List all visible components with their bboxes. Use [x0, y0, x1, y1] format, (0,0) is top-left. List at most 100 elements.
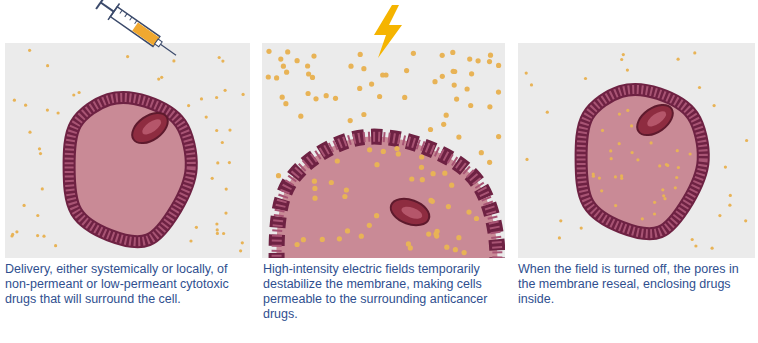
drug-molecule	[626, 109, 629, 112]
drug-molecule	[295, 58, 300, 63]
drug-molecule	[432, 79, 437, 84]
cytoplasm	[69, 97, 191, 241]
drug-molecule	[228, 129, 231, 132]
drug-molecule	[614, 175, 617, 178]
drug-molecule	[39, 152, 42, 155]
drug-molecule	[284, 70, 289, 75]
drug-molecule	[345, 228, 350, 233]
drug-molecule	[729, 194, 732, 197]
drug-molecule	[24, 104, 27, 107]
drug-molecule	[187, 104, 190, 107]
drug-molecule	[479, 150, 484, 155]
drug-molecule	[358, 52, 363, 57]
drug-molecule	[711, 247, 714, 250]
drug-molecule	[559, 219, 562, 222]
drug-molecule	[674, 186, 677, 189]
drug-molecule	[172, 59, 175, 62]
drug-molecule	[225, 188, 228, 191]
drug-molecule	[476, 58, 481, 63]
drug-molecule	[658, 164, 661, 167]
drug-molecule	[525, 158, 528, 161]
drug-molecule	[312, 179, 317, 184]
panel-ground	[5, 43, 250, 258]
drug-molecule	[215, 96, 218, 99]
drug-molecule	[663, 197, 666, 200]
drug-molecule	[693, 51, 696, 54]
drug-molecule	[636, 158, 639, 161]
drug-molecule	[610, 157, 613, 160]
drug-molecule	[221, 60, 224, 63]
drug-molecule	[46, 109, 49, 112]
drug-molecule	[411, 51, 416, 56]
drug-molecule	[301, 237, 306, 242]
drug-molecule	[601, 129, 604, 132]
drug-molecule	[215, 129, 218, 132]
drug-molecule	[311, 54, 316, 59]
drug-molecule	[306, 71, 311, 76]
drug-molecule	[15, 230, 18, 233]
drug-molecule	[312, 196, 317, 201]
panel-caption: Delivery, either systemically or locally…	[5, 262, 250, 307]
drug-molecule	[450, 50, 455, 55]
drug-molecule	[440, 53, 445, 58]
cell	[581, 89, 703, 233]
drug-molecule	[348, 118, 353, 123]
drug-molecule	[266, 49, 271, 54]
drug-molecule	[402, 95, 407, 100]
drug-molecule	[216, 232, 219, 235]
drug-molecule	[650, 141, 653, 144]
cell-membrane	[69, 97, 191, 241]
drug-molecule	[359, 234, 364, 239]
drug-molecule	[189, 239, 192, 242]
drug-molecule	[295, 242, 300, 247]
drug-molecule	[467, 57, 472, 62]
drug-molecule	[598, 177, 601, 180]
drug-molecule	[614, 204, 617, 207]
drug-molecule	[361, 66, 366, 71]
drug-molecule	[324, 93, 329, 98]
drug-molecule	[496, 63, 501, 68]
drug-molecule	[641, 217, 644, 220]
drug-molecule	[224, 89, 227, 92]
drug-molecule	[281, 64, 286, 69]
drug-molecule	[367, 147, 372, 152]
drug-molecule	[242, 93, 245, 96]
drug-molecule	[431, 171, 436, 176]
cytoplasm	[581, 89, 703, 233]
drug-molecule	[305, 63, 310, 68]
drug-molecule	[380, 72, 385, 77]
drug-molecule	[41, 187, 44, 190]
drug-molecule	[320, 237, 325, 242]
drug-molecule	[348, 64, 353, 69]
drug-molecule	[546, 111, 549, 114]
drug-molecule	[426, 232, 431, 237]
drug-molecule	[361, 112, 366, 117]
drug-molecule	[558, 236, 561, 239]
drug-molecule	[662, 194, 665, 197]
drug-molecule	[653, 212, 656, 215]
drug-molecule	[441, 122, 446, 127]
drug-molecule	[224, 212, 227, 215]
drug-molecule	[381, 149, 386, 154]
drug-molecule	[600, 189, 603, 192]
drug-molecule	[456, 235, 461, 240]
drug-molecule	[377, 94, 382, 99]
drug-molecule	[276, 173, 281, 178]
drug-molecule	[42, 235, 45, 238]
nucleus	[387, 194, 433, 230]
drug-molecule	[618, 113, 621, 116]
membrane-stripes	[277, 137, 498, 258]
drug-molecule	[266, 74, 271, 79]
drug-molecule	[298, 114, 303, 119]
drug-molecule	[195, 226, 198, 229]
drug-molecule	[36, 214, 39, 217]
drug-molecule	[36, 234, 39, 237]
drug-molecule	[374, 162, 379, 167]
drug-molecule	[367, 223, 372, 228]
cell-membrane	[581, 89, 703, 233]
drug-molecule	[452, 69, 457, 74]
drug-molecule	[228, 161, 231, 164]
drug-molecule	[677, 58, 680, 61]
cell	[69, 97, 191, 241]
drug-molecule	[618, 142, 621, 145]
